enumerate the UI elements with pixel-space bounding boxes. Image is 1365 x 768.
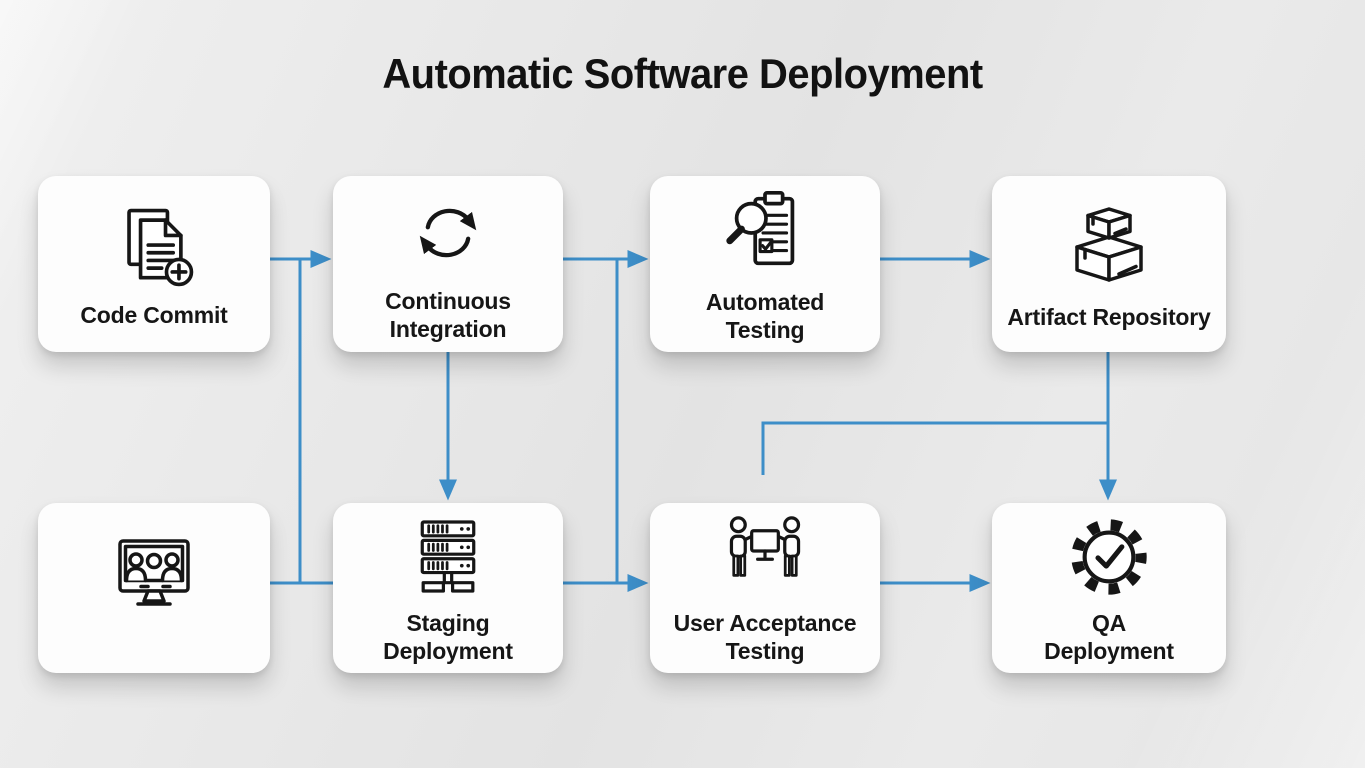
node-label: User Acceptance Testing [673,609,857,664]
node-staging-deployment: Staging Deployment [333,503,563,673]
people-screen-icon [729,516,801,577]
node-label: Continuous Integration [385,287,511,342]
node-label: Automated Testing [705,288,825,343]
package-boxes-icon [1075,207,1143,282]
node-team-review [38,503,270,673]
magnifier-checklist-icon [726,190,795,266]
node-label: Code Commit [80,301,228,328]
server-rack-icon [420,520,476,593]
diagram-title: Automatic Software Deployment [382,50,983,97]
node-code-commit: Code Commit [38,176,270,352]
node-qa-deployment: QA Deployment [992,503,1226,673]
gear-check-icon [1071,519,1147,595]
sync-arrows-icon [419,208,477,258]
documents-plus-icon [127,208,194,287]
node-continuous-integration: Continuous Integration [333,176,563,352]
node-artifact-repository: Artifact Repository [992,176,1226,352]
node-label: Artifact Repository [1007,303,1211,330]
node-label: Staging Deployment [383,609,513,664]
node-automated-testing: Automated Testing [650,176,880,352]
connector-line [761,421,1108,475]
monitor-people-icon [118,539,190,606]
node-label: QA Deployment [1044,609,1174,664]
node-user-acceptance-testing: User Acceptance Testing [650,503,880,673]
